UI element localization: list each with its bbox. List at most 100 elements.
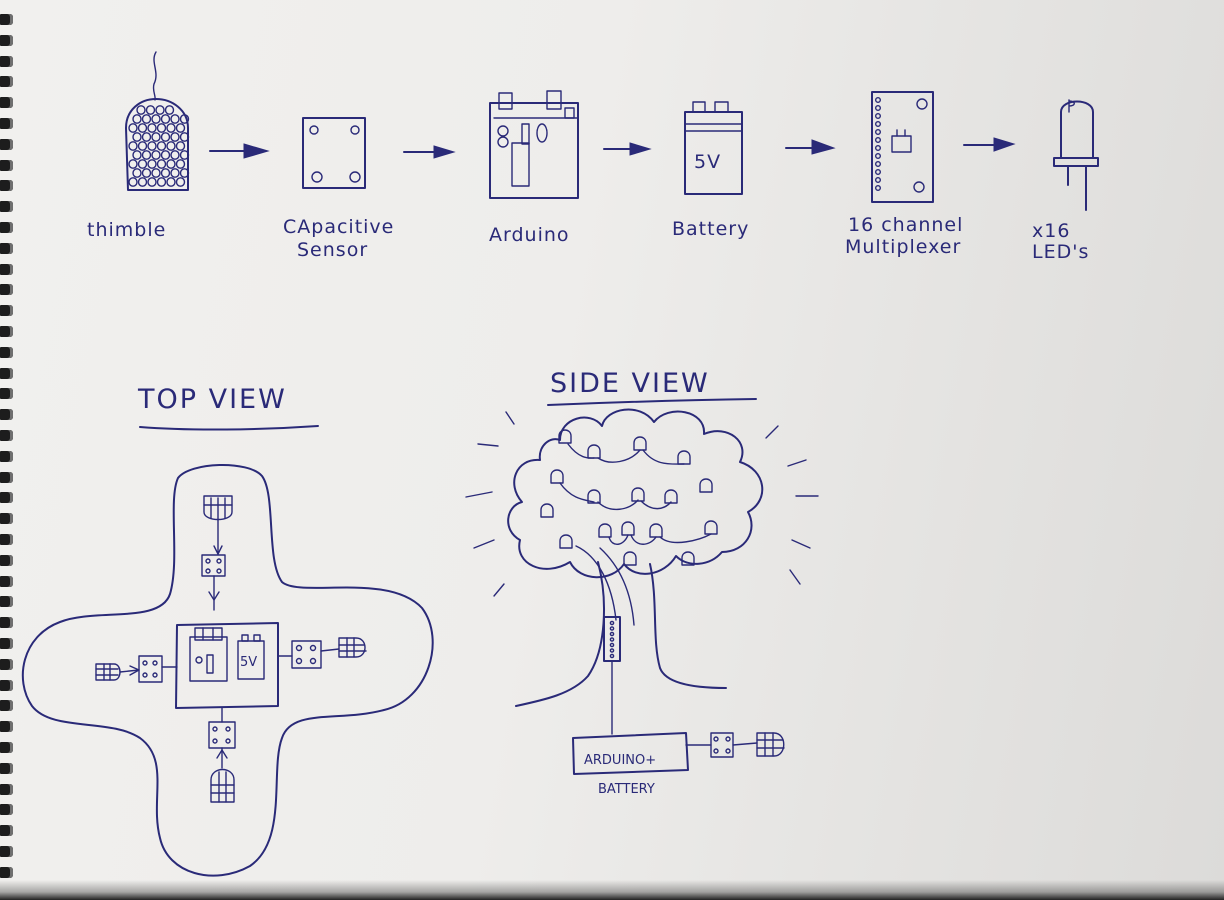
thimble-dimple — [137, 177, 148, 187]
page-bottom-edge — [0, 880, 1224, 900]
side-view-multiplexer — [603, 616, 621, 735]
glow-ray — [791, 539, 811, 549]
capacitive-label-line2: Sensor — [297, 239, 368, 261]
battery-label: Battery — [672, 218, 749, 240]
canopy-led — [587, 489, 601, 504]
led-wire — [597, 449, 641, 463]
side-view-box-label-line2: BATTERY — [598, 782, 655, 797]
spiral-hole — [0, 554, 13, 566]
thimble-dimple — [141, 132, 152, 142]
multiplexer-pin — [875, 104, 882, 111]
side-mux-pin — [609, 631, 615, 637]
side-view-arduino-battery-box: ARDUINO+ BATTERY — [572, 732, 785, 797]
leds-label-line1: x16 — [1032, 220, 1070, 242]
multiplexer-pin — [875, 160, 882, 167]
thimble-dimple — [179, 168, 190, 178]
thimble-dimple — [147, 141, 157, 151]
spiral-hole — [0, 159, 13, 171]
spiral-hole — [0, 492, 13, 504]
thimble-dimple — [170, 114, 180, 124]
tree-trunk — [515, 545, 727, 707]
top-view-west-arm — [95, 655, 178, 683]
flow-arrow — [209, 143, 270, 159]
canopy-led — [623, 551, 637, 566]
spiral-hole — [0, 118, 13, 129]
spiral-hole — [0, 284, 13, 296]
glow-ray — [765, 425, 779, 439]
top-view-heading: TOP VIEW — [137, 384, 287, 415]
thimble-dimple — [179, 114, 190, 124]
multiplexer-label-line2: Multiplexer — [845, 236, 961, 258]
arduino-drawing — [489, 90, 579, 199]
thimble-dimple — [151, 114, 161, 124]
thimble-dimple — [132, 132, 142, 142]
thimble-dimple — [160, 114, 171, 124]
glow-ray — [493, 583, 505, 597]
thimble-dimple — [151, 168, 161, 178]
canopy-led — [681, 551, 695, 566]
thimble-dimple — [175, 123, 186, 133]
spiral-hole — [0, 658, 13, 670]
spiral-hole — [0, 305, 13, 317]
arduino-label: Arduino — [489, 224, 570, 246]
thimble-dimple — [170, 132, 180, 142]
thimble-dimple — [147, 159, 157, 169]
thimble-dimple — [166, 123, 176, 133]
top-view-north-arm — [201, 495, 233, 611]
multiplexer-pin — [875, 184, 882, 191]
thimble-dimple — [179, 132, 190, 142]
flow-arrow — [963, 137, 1016, 152]
multiplexer-pin — [875, 152, 882, 159]
top-view-east-arm — [277, 637, 367, 669]
thimble-dimple — [156, 177, 167, 187]
side-view-underline — [547, 398, 757, 406]
thimble-dimple — [175, 177, 186, 187]
thimble-dimple — [128, 123, 138, 133]
spiral-hole — [0, 76, 13, 88]
spiral-hole — [0, 242, 13, 254]
side-mux-pin — [609, 648, 615, 653]
canopy-led — [677, 450, 691, 465]
canopy-leds — [540, 429, 718, 566]
thimble-dimple — [166, 177, 176, 187]
canopy-led — [631, 487, 645, 502]
side-view-heading: SIDE VIEW — [550, 368, 710, 399]
thimble-dimple — [166, 159, 176, 169]
thimble-dimple — [128, 159, 138, 169]
thimble-dimple — [151, 132, 161, 142]
thimble-dimple — [155, 105, 165, 115]
side-mux-pin — [609, 642, 615, 648]
spiral-hole — [0, 596, 13, 608]
spiral-hole — [0, 367, 13, 379]
led-wire — [659, 533, 712, 544]
spiral-hole — [0, 55, 13, 67]
leds-label-line2: LED's — [1032, 241, 1089, 263]
canopy-led — [633, 436, 647, 451]
multiplexer-label-line1: 16 channel — [848, 214, 963, 236]
multiplexer-pin — [875, 136, 882, 143]
thimble-dimple — [179, 150, 190, 160]
thimble-dimple — [132, 114, 142, 124]
glow-ray — [505, 411, 515, 425]
top-view-battery-label: 5V — [240, 655, 257, 670]
canopy-led — [540, 503, 554, 518]
spiral-hole — [0, 34, 13, 46]
multiplexer-pin — [875, 112, 882, 119]
capacitive-sensor-drawing — [302, 117, 366, 189]
thimble-dimple — [132, 168, 142, 178]
glow-ray — [473, 539, 495, 549]
thimble-dimple — [164, 105, 175, 115]
flow-arrow — [403, 145, 456, 159]
thimble-dimple — [175, 141, 186, 151]
led-wire — [559, 482, 595, 503]
multiplexer-drawing — [871, 91, 934, 203]
thimble-dimple — [137, 123, 148, 133]
spiral-hole — [0, 471, 13, 483]
thimble-dimple — [160, 132, 171, 142]
glow-rays — [465, 411, 819, 597]
top-view-south-arm — [208, 707, 236, 803]
spiral-hole — [0, 825, 13, 837]
thimble-dimple — [170, 150, 180, 160]
top-view-cross-outline — [21, 464, 434, 877]
spiral-hole — [0, 721, 13, 733]
